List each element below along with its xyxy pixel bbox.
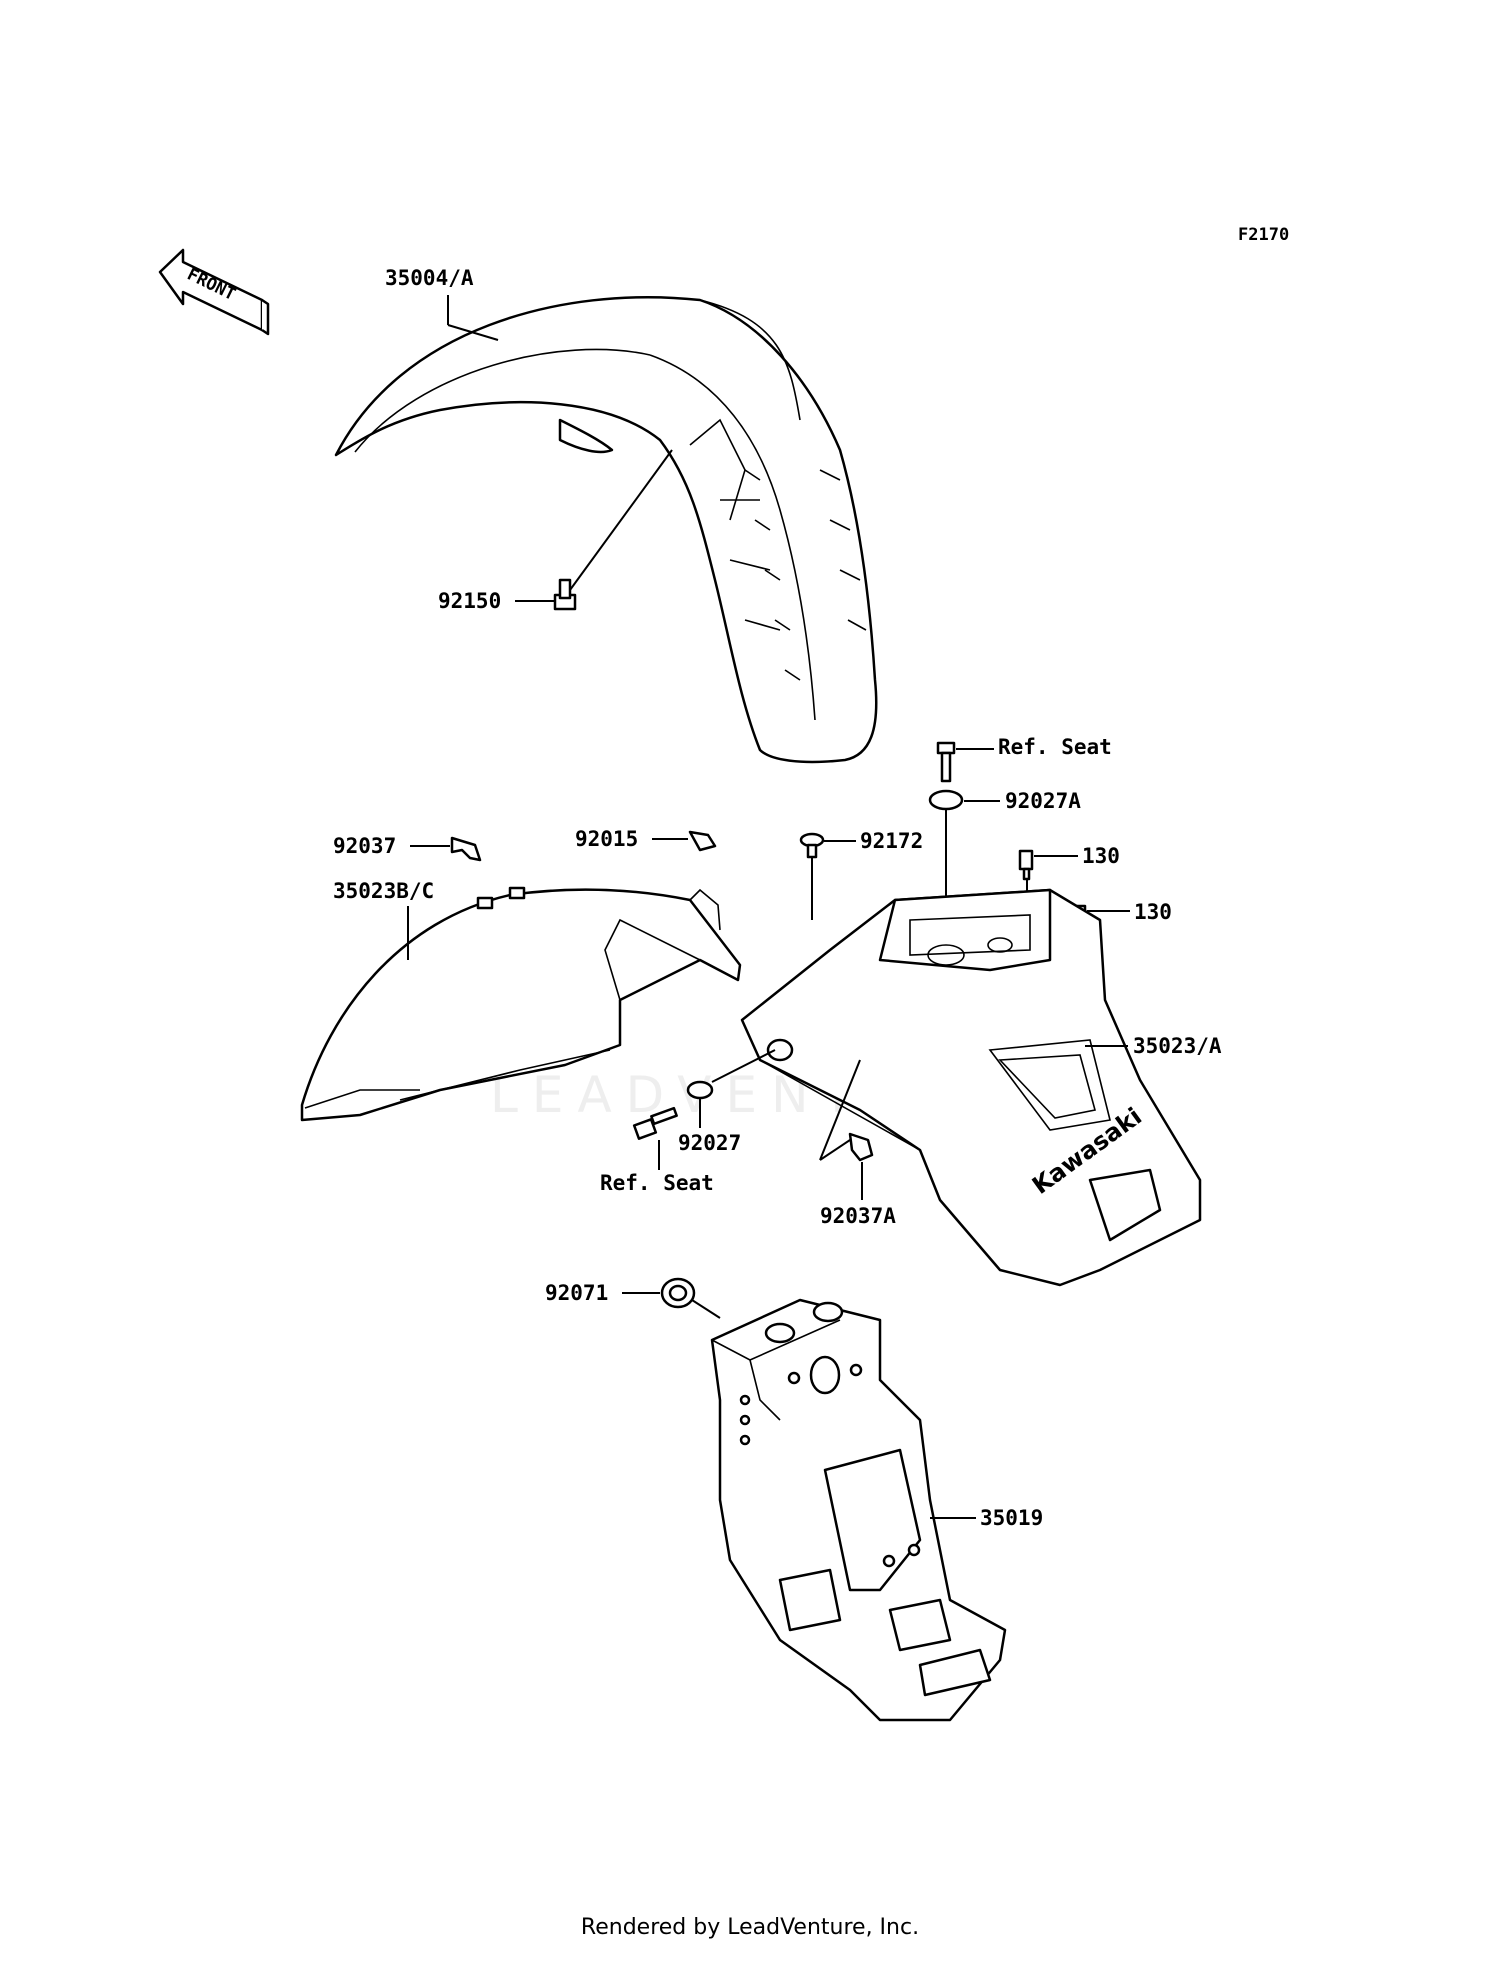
label-ref-seat-lower: Ref. Seat (600, 1171, 714, 1195)
clip (688, 830, 717, 852)
label-rear-screw: 92172 (860, 829, 923, 853)
ref-seat-top-bolt (936, 741, 956, 783)
bolt-130-a (1018, 849, 1034, 881)
inner-fender (300, 886, 742, 1122)
mud-flap (710, 1298, 1007, 1722)
ref-seat-lower-bolt (632, 1106, 678, 1140)
label-rear-fender: 35023/A (1133, 1034, 1222, 1058)
rear-screw (799, 832, 825, 859)
label-front-fender: 35004/A (385, 266, 474, 290)
clamp-left (450, 836, 482, 862)
label-grommet: 92071 (545, 1281, 608, 1305)
label-inner-fender: 35023B/C (333, 879, 434, 903)
grommet (660, 1277, 696, 1309)
label-collar-top: 92027A (1005, 789, 1081, 813)
front-arrow-icon: FRONT (158, 248, 270, 336)
label-bolt-130-a: 130 (1082, 844, 1120, 868)
clamp-lower (848, 1132, 874, 1162)
front-fender (334, 296, 878, 764)
label-clip: 92015 (575, 827, 638, 851)
footer-credit: Rendered by LeadVenture, Inc. (580, 1915, 920, 1940)
collar-top (928, 789, 964, 811)
label-bolt-130-b: 130 (1134, 900, 1172, 924)
label-collar-lower: 92027 (678, 1131, 741, 1155)
collar-lower (686, 1080, 714, 1100)
label-flap: 35019 (980, 1506, 1043, 1530)
rear-fender (740, 888, 1202, 1287)
label-front-fender-bolt: 92150 (438, 589, 501, 613)
label-clamp-lower: 92037A (820, 1204, 896, 1228)
diagram-code: F2170 (1238, 225, 1289, 245)
front-fender-bolt (553, 578, 577, 611)
label-clamp-left: 92037 (333, 834, 396, 858)
label-ref-seat-top: Ref. Seat (998, 735, 1112, 759)
